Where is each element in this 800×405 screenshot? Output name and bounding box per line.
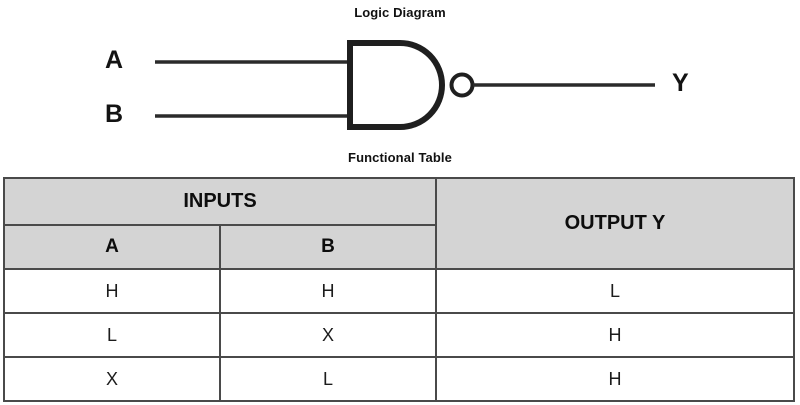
input-label-b: B — [105, 100, 124, 128]
table-header-row-sub: A B — [3, 224, 794, 270]
diagram-title: Logic Diagram — [354, 5, 446, 20]
header-input-a: A — [3, 224, 221, 270]
cell-b: H — [219, 268, 437, 314]
and-gate-body — [347, 40, 445, 130]
cell-y: H — [435, 356, 795, 402]
cell-a: L — [3, 312, 221, 358]
nand-gate-graphic — [155, 40, 655, 130]
cell-b: X — [219, 312, 437, 358]
header-input-b: B — [219, 224, 437, 270]
table-row: X L H — [3, 356, 795, 402]
cell-b: L — [219, 356, 437, 402]
cell-y: H — [435, 312, 795, 358]
functional-table: INPUTS OUTPUT Y A B H H L L X H X L H — [3, 177, 795, 402]
cell-a: H — [3, 268, 221, 314]
table-header-row-top: INPUTS OUTPUT Y — [3, 177, 795, 270]
table-row: L X H — [3, 312, 795, 358]
inversion-bubble-icon — [449, 72, 475, 98]
logic-diagram-section: Logic Diagram A B Y Functional Table — [0, 0, 800, 172]
table-row: H H L — [3, 268, 795, 314]
header-inputs: INPUTS — [3, 177, 437, 226]
output-label-y: Y — [672, 69, 689, 97]
input-label-a: A — [105, 46, 124, 74]
cell-y: L — [435, 268, 795, 314]
functional-table-caption: Functional Table — [348, 150, 452, 165]
header-output-y: OUTPUT Y — [435, 177, 795, 270]
cell-a: X — [3, 356, 221, 402]
